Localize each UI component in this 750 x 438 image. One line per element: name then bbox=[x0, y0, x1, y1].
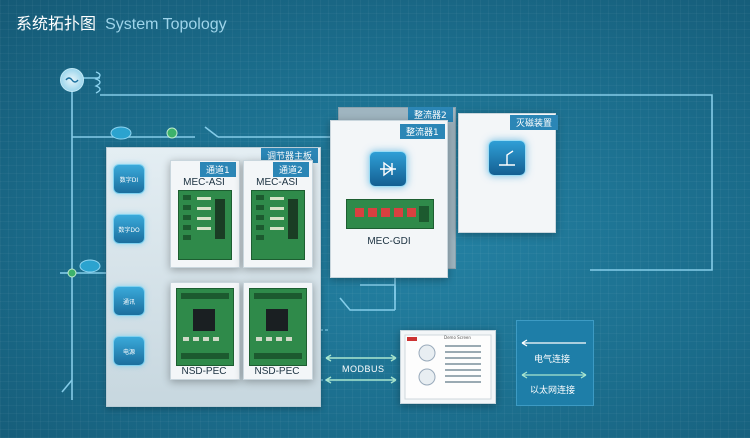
top-feed-line bbox=[100, 94, 713, 271]
communication-button[interactable]: 通讯 bbox=[113, 286, 145, 316]
digital-di-button[interactable]: 数字DI bbox=[113, 164, 145, 194]
channel1-pec-board bbox=[176, 288, 234, 366]
channel2-asi-board bbox=[251, 190, 305, 260]
modbus-label: MODBUS bbox=[342, 364, 385, 374]
legend-ethernet-label: 以太网连接 bbox=[530, 386, 576, 396]
power-button[interactable]: 电源 bbox=[113, 336, 145, 366]
regulator-board-tag: 调节器主板 bbox=[261, 148, 319, 163]
demagnetizer-tag: 灭磁装置 bbox=[510, 115, 559, 130]
channel1-module-top-label: MEC-ASI bbox=[183, 177, 225, 188]
channel1-asi-board bbox=[178, 190, 232, 260]
title-cn: 系统拓扑图 bbox=[16, 14, 97, 33]
generator-icon bbox=[60, 68, 84, 92]
hmi-screen[interactable] bbox=[400, 330, 496, 404]
rectifier-diode-icon bbox=[369, 151, 407, 187]
switch-dot bbox=[166, 127, 178, 139]
breaker-cloud-top bbox=[110, 126, 132, 140]
rectifier2-tag: 整流器2 bbox=[408, 107, 453, 122]
title-en: System Topology bbox=[105, 16, 227, 33]
breaker-cloud-bottom bbox=[79, 259, 101, 273]
switch-dot-left bbox=[67, 268, 77, 278]
channel2-tag: 通道2 bbox=[273, 162, 309, 177]
channel1-tag: 通道1 bbox=[200, 162, 236, 177]
demagnetizer-switch-icon bbox=[488, 140, 526, 176]
channel1-module-bottom-label: NSD-PEC bbox=[181, 366, 227, 377]
rectifier1-tag: 整流器1 bbox=[400, 124, 445, 139]
modbus-arrows bbox=[325, 354, 397, 384]
legend-box bbox=[516, 320, 594, 406]
legend-electrical-arrow bbox=[521, 339, 586, 347]
hmi-title: Demo Screen bbox=[444, 335, 471, 340]
transformer-icon bbox=[94, 70, 106, 100]
channel2-pec-board bbox=[249, 288, 307, 366]
legend-electrical-label: 电气连接 bbox=[534, 355, 571, 365]
channel2-module-top-label: MEC-ASI bbox=[256, 177, 298, 188]
gdi-board bbox=[346, 199, 434, 229]
rectifier-module-label: MEC-GDI bbox=[367, 236, 411, 247]
legend-ethernet-arrow bbox=[521, 371, 587, 379]
page-title: 系统拓扑图 System Topology bbox=[16, 10, 227, 34]
digital-do-button[interactable]: 数字DO bbox=[113, 214, 145, 244]
channel2-module-bottom-label: NSD-PEC bbox=[254, 366, 300, 377]
